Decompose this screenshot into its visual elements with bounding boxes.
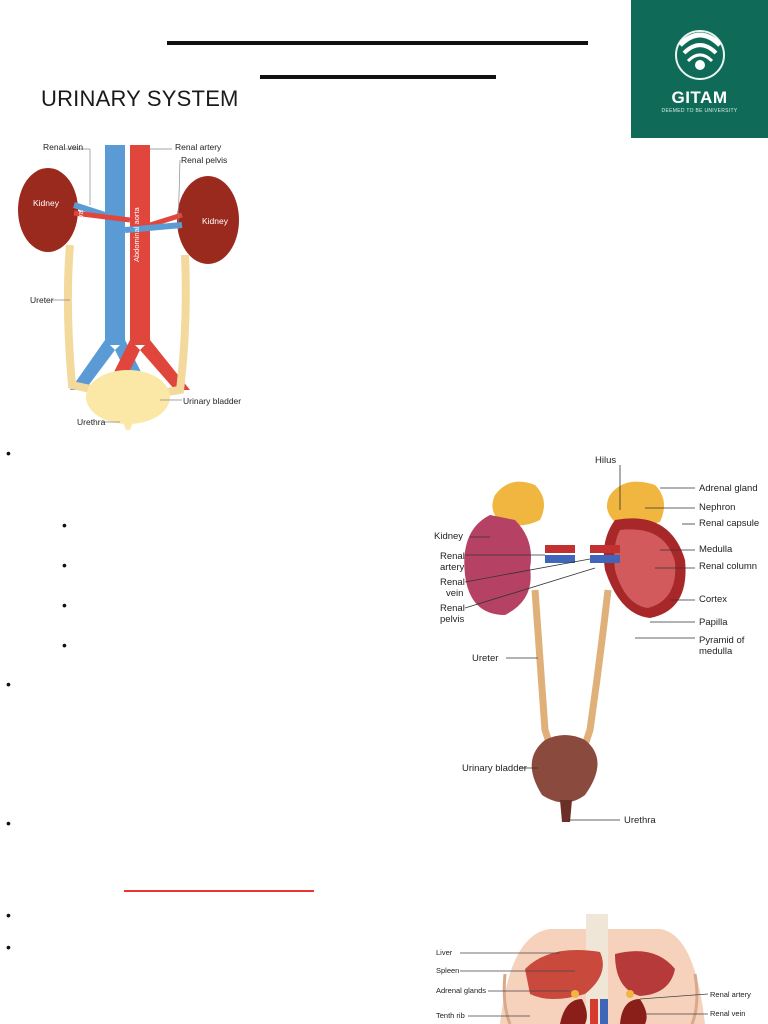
label-renal-artery-3: Renal artery <box>710 990 751 999</box>
bullet-5: • <box>6 939 11 955</box>
label-ureter: Ureter <box>30 295 54 305</box>
label-urinary-bladder: Urinary bladder <box>183 396 242 406</box>
header-rule-bottom <box>260 75 496 79</box>
header-rule-top <box>167 41 588 45</box>
label-renal-pelvis-1: Renal <box>440 603 465 614</box>
label-aorta: Abdominal aorta <box>132 207 141 262</box>
label-spleen: Spleen <box>436 966 460 975</box>
label-kidney: Kidney <box>434 531 464 542</box>
hyperlink-underline[interactable] <box>124 890 314 892</box>
label-renal-vein-3: Renal vein <box>710 1009 746 1018</box>
bullet-4: • <box>6 907 11 923</box>
label-cortex: Cortex <box>699 594 727 605</box>
label-renal-pelvis: Renal pelvis <box>181 155 228 165</box>
urinary-system-diagram <box>18 145 239 430</box>
label-kidney-left: Kidney <box>33 198 59 208</box>
label-vena-cava: Inferior vena cava <box>76 210 85 270</box>
label-liver: Liver <box>436 948 453 957</box>
figure3-leader-lines <box>460 952 709 1017</box>
label-tenth-rib: Tenth rib <box>436 1011 465 1020</box>
logo-subtitle: DEEMED TO BE UNIVERSITY <box>661 108 738 114</box>
label-renal-vein-1: Renal <box>440 577 465 588</box>
page-title: URINARY SYSTEM <box>41 86 239 111</box>
label-urethra: Urethra <box>77 417 106 427</box>
sub-bullet-4: • <box>62 637 67 653</box>
label-renal-artery-1: Renal <box>440 551 465 562</box>
sub-bullet-1: • <box>62 517 67 533</box>
label-hilus: Hilus <box>595 455 617 466</box>
label-pyramid-2: medulla <box>699 646 733 657</box>
label-urinary-bladder-2: Urinary bladder <box>462 763 527 774</box>
label-medulla: Medulla <box>699 544 733 555</box>
label-renal-artery: Renal artery <box>175 142 222 152</box>
bullet-2: • <box>6 676 11 692</box>
bullet-3: • <box>6 815 11 831</box>
label-ureter-2: Ureter <box>472 653 499 664</box>
label-adrenal-glands: Adrenal glands <box>436 986 487 995</box>
label-renal-vein-2: vein <box>446 588 464 599</box>
gitam-emblem-icon <box>675 30 725 80</box>
gitam-logo: GITAM DEEMED TO BE UNIVERSITY <box>631 0 768 138</box>
label-renal-capsule: Renal capsule <box>699 518 760 529</box>
label-papilla: Papilla <box>699 617 728 628</box>
label-urethra-2: Urethra <box>624 815 656 826</box>
label-adrenal-gland: Adrenal gland <box>699 483 758 494</box>
label-nephron: Nephron <box>699 502 736 513</box>
sub-bullet-3: • <box>62 597 67 613</box>
label-renal-column: Renal column <box>699 561 758 572</box>
label-renal-pelvis-2: pelvis <box>440 614 465 625</box>
label-pyramid-1: Pyramid of <box>699 635 745 646</box>
sub-bullet-2: • <box>62 557 67 573</box>
label-renal-vein: Renal vein <box>43 142 84 152</box>
bullet-1: • <box>6 445 11 461</box>
label-kidney-right: Kidney <box>202 216 228 226</box>
logo-name: GITAM <box>671 88 728 107</box>
kidney-section-diagram <box>464 465 695 822</box>
label-renal-artery-2: artery <box>440 562 465 573</box>
